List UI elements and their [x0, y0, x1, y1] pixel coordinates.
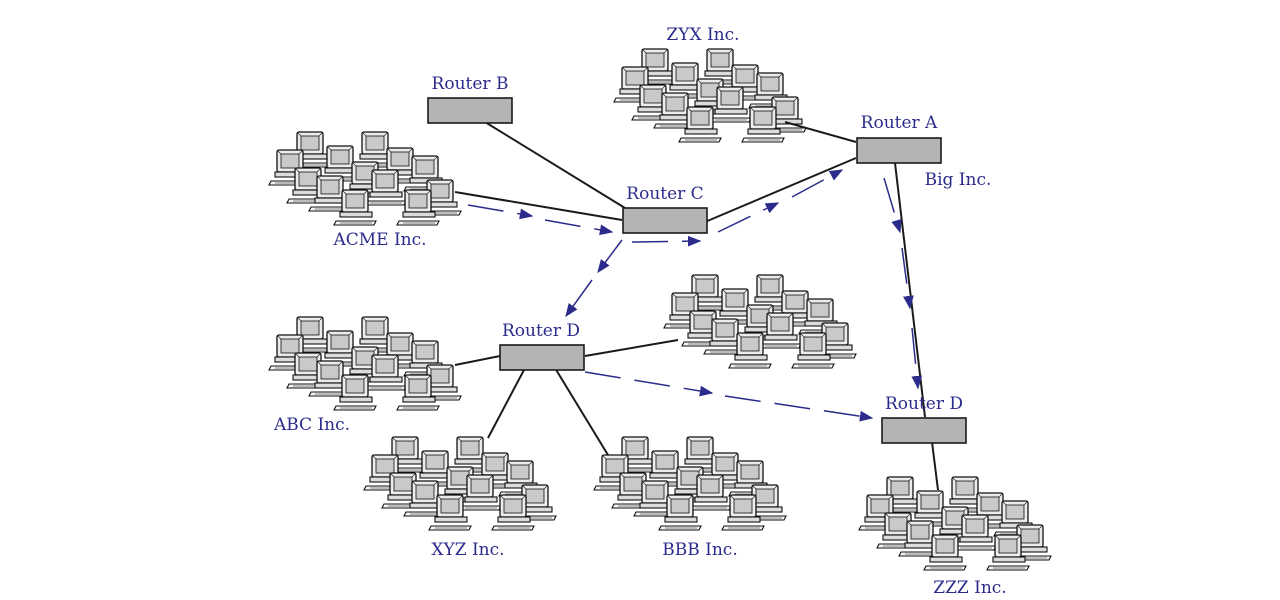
unlabeled-computers-icon [664, 275, 856, 368]
zyx-inc-label: ZYX Inc. [666, 25, 739, 45]
flow-arrow-router-d-east-2 [724, 395, 874, 422]
flow-arrow-to-router-d-1 [597, 239, 623, 274]
bbb-inc-label: BBB Inc. [662, 540, 737, 560]
router-c-label: Router C [626, 184, 703, 204]
link-router-d-bbb [554, 367, 609, 456]
router-a-box [856, 137, 942, 164]
router-c-box [622, 207, 708, 234]
flow-arrow-to-router-a-2 [791, 169, 844, 198]
link-zyx-router-a [784, 121, 857, 143]
big-inc-label: Big Inc. [925, 170, 992, 190]
flow-arrow-to-router-a-1 [717, 202, 780, 233]
link-router-d-zzz [931, 441, 939, 491]
router-a-label: Router A [861, 113, 938, 133]
link-acme-router-c [454, 191, 623, 221]
router-d-left-label: Router D [502, 321, 580, 341]
abc-computers-icon [269, 317, 461, 410]
bbb-computers-icon [594, 437, 786, 530]
router-b-box [427, 97, 513, 124]
acme-inc-label: ACME Inc. [332, 230, 426, 250]
flow-arrow-router-a-south-3 [911, 327, 923, 390]
router-b-label: Router B [432, 74, 509, 94]
flow-arrow-acme-2 [544, 219, 614, 236]
link-router-b-router-c [484, 121, 626, 209]
flow-arrow-acme-1 [467, 204, 534, 220]
link-router-c-router-a [704, 157, 857, 223]
router-d-right-label: Router D [885, 394, 963, 414]
link-abc-router-d [454, 355, 501, 366]
zyx-computers-icon [614, 49, 806, 142]
zzz-inc-label: ZZZ Inc. [933, 578, 1006, 598]
flow-arrow-router-a-south-2 [901, 247, 914, 310]
xyz-computers-icon [364, 437, 556, 530]
router-d-left-box [499, 344, 585, 371]
flow-arrow-router-a-south-1 [883, 177, 902, 234]
flow-arrow-to-router-d-2 [565, 279, 593, 318]
link-router-d-network [584, 339, 679, 357]
abc-inc-label: ABC Inc. [273, 415, 350, 435]
xyz-inc-label: XYZ Inc. [431, 540, 504, 560]
link-router-a-router-d [894, 162, 926, 418]
flow-arrow-router-c-out [631, 235, 702, 247]
flow-arrow-router-d-east-1 [584, 371, 714, 397]
acme-computers-icon [269, 132, 461, 225]
zzz-computers-icon [859, 477, 1051, 570]
router-d-right-box [881, 417, 967, 444]
link-router-d-xyz [487, 367, 526, 439]
